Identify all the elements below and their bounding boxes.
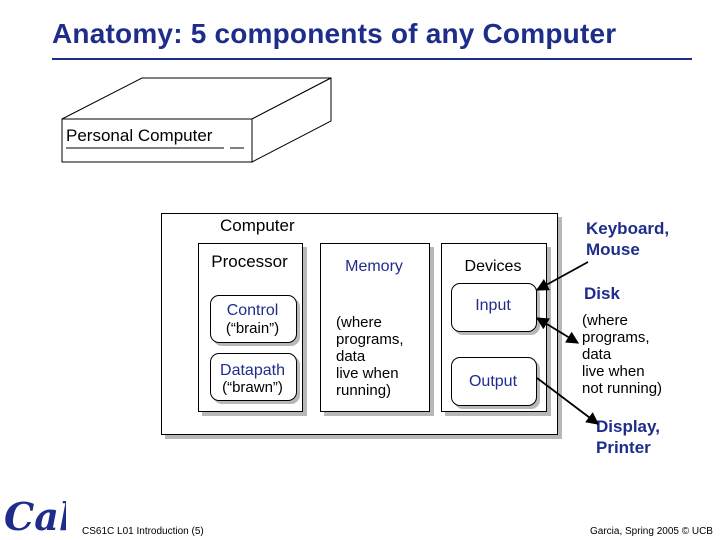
display-printer-callout: Display, Printer xyxy=(596,416,660,458)
keyboard-to-input-arrow xyxy=(535,261,589,291)
cal-logo: Cal xyxy=(4,494,66,538)
datapath-label: Datapath xyxy=(220,362,285,379)
memory-description: (where programs, data live when running) xyxy=(336,314,404,399)
memory-label: Memory xyxy=(345,258,403,275)
input-label: Input xyxy=(475,297,511,314)
personal-computer-label: Personal Computer xyxy=(66,126,213,145)
control-label: Control xyxy=(226,302,279,319)
disk-desc-line: (where xyxy=(582,312,628,329)
display-line: Display, xyxy=(596,417,660,436)
computer-label: Computer xyxy=(220,216,295,235)
disk-description: (where programs, data live when not runn… xyxy=(582,312,662,397)
control-box xyxy=(210,295,297,343)
title-underline xyxy=(52,58,692,60)
slide-title: Anatomy: 5 components of any Computer xyxy=(52,18,617,49)
memory-desc-line: live when xyxy=(336,365,399,382)
output-label: Output xyxy=(468,373,518,390)
keyboard-mouse-callout: Keyboard, Mouse xyxy=(586,218,669,260)
input-disk-arrow xyxy=(535,317,580,344)
datapath-box xyxy=(210,353,297,401)
output-box xyxy=(451,357,537,406)
control-sublabel: (“brain”) xyxy=(225,320,280,337)
processor-label: Processor xyxy=(211,252,288,271)
disk-desc-line: data xyxy=(582,346,612,363)
printer-line: Printer xyxy=(596,438,651,457)
devices-label: Devices xyxy=(464,258,522,275)
memory-desc-line: (where xyxy=(336,314,382,331)
memory-desc-line: running) xyxy=(336,382,392,399)
memory-box xyxy=(320,243,430,412)
disk-desc-line: live when xyxy=(582,363,645,380)
mouse-line: Mouse xyxy=(586,240,640,259)
cal-logo-text: Cal xyxy=(4,494,66,538)
footer-course: CS61C L01 Introduction (5) xyxy=(82,526,204,537)
datapath-sublabel: (“brawn”) xyxy=(222,379,283,396)
footer-credit: Garcia, Spring 2005 © UCB xyxy=(590,526,713,537)
input-box xyxy=(451,283,537,332)
disk-callout: Disk xyxy=(584,284,620,303)
memory-desc-line: data xyxy=(336,348,366,365)
memory-desc-line: programs, xyxy=(336,331,404,348)
output-to-display-arrow xyxy=(536,377,600,425)
disk-desc-line: not running) xyxy=(582,380,663,397)
disk-desc-line: programs, xyxy=(582,329,650,346)
keyboard-line: Keyboard, xyxy=(586,219,670,238)
